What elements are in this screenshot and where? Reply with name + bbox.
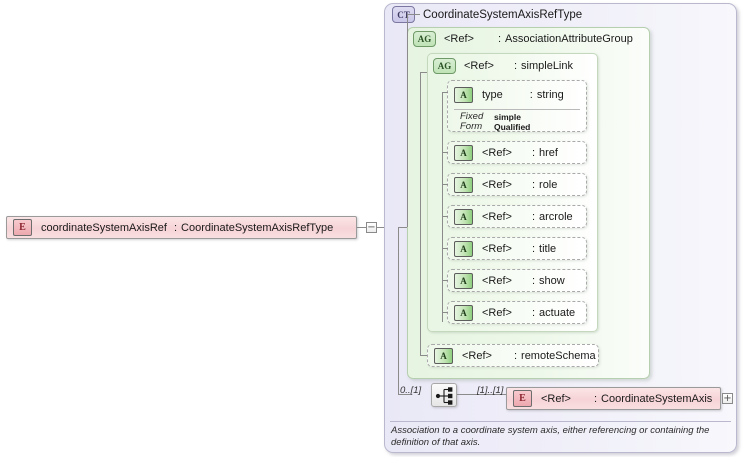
attribute-badge-icon: A: [454, 144, 473, 161]
root-element-box[interactable]: E coordinateSystemAxisRef : CoordinateSy…: [6, 216, 357, 239]
attribute-name-arcrole: arcrole: [539, 210, 573, 223]
attribute-ref-label: <Ref>: [482, 146, 512, 159]
simplelink-ref-label: <Ref>: [464, 60, 494, 72]
rail-stub-href: [442, 152, 448, 153]
property-row-fixed: Fixed simple: [460, 111, 586, 123]
simplelink-badge-icon: AG: [433, 58, 456, 74]
attributegroup-separator: :: [497, 33, 502, 45]
simplelink-group-header[interactable]: AG <Ref> : simpleLink: [433, 58, 573, 74]
attribute-name-show: show: [539, 274, 565, 287]
attribute-row-href[interactable]: A <Ref> : href: [447, 141, 587, 164]
attribute-name-actuate: actuate: [539, 306, 576, 319]
rail-stub-type: [442, 92, 448, 93]
attribute-separator: :: [531, 210, 536, 223]
attributegroup-rail: [420, 72, 421, 356]
attribute-row-remoteschema[interactable]: A <Ref> : remoteSchema: [427, 344, 599, 367]
attribute-separator: :: [513, 349, 518, 362]
attribute-row-show[interactable]: A <Ref> : show: [447, 269, 587, 292]
expand-icon: +: [723, 392, 732, 404]
attribute-ref-label: <Ref>: [482, 274, 512, 287]
property-row-form: Form Qualified: [460, 121, 586, 133]
connector-element-to-toggle: [357, 227, 366, 228]
child-element-box[interactable]: E <Ref> : CoordinateSystemAxis: [506, 387, 721, 410]
attribute-type-name: type: [482, 89, 503, 101]
rail-stub-actuate: [442, 312, 448, 313]
attribute-row-actuate[interactable]: A <Ref> : actuate: [447, 301, 587, 324]
property-value-fixed: simple: [494, 112, 521, 122]
child-element-separator: :: [593, 392, 598, 405]
attribute-row-role[interactable]: A <Ref> : role: [447, 173, 587, 196]
root-element-separator: :: [173, 221, 178, 234]
attribute-badge-icon: A: [454, 240, 473, 257]
simplelink-name: simpleLink: [521, 60, 573, 72]
attribute-name-role: role: [539, 178, 558, 191]
attribute-name-href: href: [539, 146, 558, 159]
property-value-form: Qualified: [494, 122, 531, 132]
attribute-badge-icon: A: [454, 176, 473, 193]
attributegroup-badge-icon: AG: [413, 31, 436, 47]
attribute-type-box[interactable]: A type : string Fixed simple Form Qualif…: [447, 80, 587, 132]
rail-stub-show: [442, 280, 448, 281]
child-element-expand-toggle[interactable]: +: [722, 393, 733, 404]
rail-stub-arcrole: [442, 216, 448, 217]
attribute-ref-label: <Ref>: [482, 178, 512, 191]
complextype-header: CT CoordinateSystemAxisRefType: [392, 6, 582, 23]
root-element-collapse-toggle[interactable]: −: [366, 222, 377, 233]
attributegroup-name: AssociationAttributeGroup: [505, 33, 633, 45]
root-element-type: CoordinateSystemAxisRefType: [181, 221, 334, 234]
attribute-separator: :: [531, 178, 536, 191]
complextype-rail-entry: [398, 227, 407, 228]
collapse-icon: −: [367, 221, 376, 233]
complextype-name: CoordinateSystemAxisRefType: [423, 8, 583, 21]
right-cardinality-label: [1]..[1]: [477, 385, 504, 396]
documentation-separator: [390, 421, 731, 422]
attribute-property-table: Fixed simple Form Qualified: [448, 110, 586, 134]
attribute-type-datatype: string: [536, 89, 564, 101]
child-element-ref-label: <Ref>: [541, 392, 571, 405]
sequence-rail-stub: [398, 394, 410, 395]
attribute-separator: :: [531, 146, 536, 159]
rail-stub-role: [442, 184, 448, 185]
attribute-separator: :: [531, 306, 536, 319]
simplelink-attribute-rail: [442, 92, 443, 322]
attribute-badge-icon: A: [454, 87, 473, 103]
attribute-row-arcrole[interactable]: A <Ref> : arcrole: [447, 205, 587, 228]
property-key-fixed: Fixed: [460, 111, 484, 122]
attributegroup-ref-label: <Ref>: [444, 33, 474, 45]
rail-stub-remoteschema: [420, 355, 427, 356]
attribute-type-separator: :: [529, 89, 533, 101]
sequence-rail: [398, 227, 399, 394]
connector-to-child-line: [457, 394, 506, 395]
attribute-badge-icon: A: [454, 304, 473, 321]
simplelink-separator: :: [513, 60, 518, 72]
complextype-main-rail: [407, 14, 408, 227]
root-element-name: coordinateSystemAxisRef: [41, 221, 167, 234]
attribute-row-title[interactable]: A <Ref> : title: [447, 237, 587, 260]
element-badge-icon: E: [13, 219, 32, 236]
attribute-detail-separator: [454, 109, 580, 110]
attribute-ref-label: <Ref>: [482, 306, 512, 319]
complextype-rail-top-stub: [407, 14, 420, 15]
attribute-ref-label: <Ref>: [462, 349, 492, 362]
element-badge-icon: E: [513, 390, 532, 407]
choice-connector-glyph: [435, 387, 453, 405]
child-element-name: CoordinateSystemAxis: [601, 392, 713, 405]
choice-connector-icon[interactable]: [431, 383, 457, 407]
attribute-separator: :: [531, 242, 536, 255]
rail-stub-simplelink: [420, 72, 427, 73]
property-key-form: Form: [460, 121, 483, 132]
association-attribute-group-header[interactable]: AG <Ref> : AssociationAttributeGroup: [413, 31, 633, 47]
attribute-name-remoteschema: remoteSchema: [521, 349, 596, 362]
left-cardinality-label: 0..[1]: [400, 385, 422, 396]
attribute-ref-label: <Ref>: [482, 242, 512, 255]
attribute-name-title: title: [539, 242, 557, 255]
attribute-badge-icon: A: [454, 208, 473, 225]
attribute-badge-icon: A: [454, 272, 473, 289]
attribute-separator: :: [531, 274, 536, 287]
attribute-ref-label: <Ref>: [482, 210, 512, 223]
rail-stub-title: [442, 248, 448, 249]
documentation-text: Association to a coordinate system axis,…: [391, 425, 710, 448]
attribute-badge-icon: A: [434, 347, 453, 364]
